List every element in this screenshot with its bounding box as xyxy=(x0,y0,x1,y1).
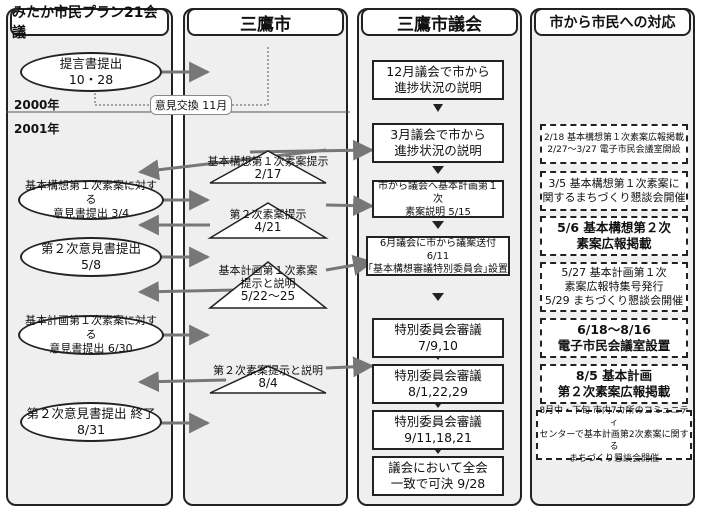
item-line: 2/27～3/27 電子市民会議室開設 xyxy=(547,145,681,155)
arrow-draft1-left xyxy=(137,148,327,181)
item-line: 議会において全会 xyxy=(388,460,488,475)
item-line: 6月議会に市から議案送付 6/11 xyxy=(379,237,497,262)
response-7: 8月中・下旬 市内7カ所のコミュニティ センターで基本計画第2次素案に関する ま… xyxy=(536,406,692,464)
item-line: 5/8 xyxy=(80,257,102,272)
item-line: 6/18～8/16 xyxy=(577,322,651,337)
arrow-draft2-right xyxy=(325,195,375,217)
assembly-dec-session: 12月議会で市から 進捗状況の説明 xyxy=(372,60,504,100)
triangle-draft1 xyxy=(209,150,327,184)
down-arrow xyxy=(433,104,443,112)
item-line: 9/11,18,21 xyxy=(404,430,472,445)
exchange-label: 意見交換 11月 xyxy=(150,95,232,115)
response-6: 8/5 基本計画 第２次素案広報掲載 xyxy=(540,364,688,404)
item-line: 基本計画第１次素案 xyxy=(218,264,318,277)
city-draft2: 第２次素案提示 4/21 xyxy=(200,208,336,234)
item-line: 8/31 xyxy=(76,422,106,437)
item-line: 8月中・下旬 市内7カ所のコミュニティ xyxy=(539,406,689,428)
item-line: 5/6 基本構想第２次 xyxy=(557,220,671,235)
header-city: 三鷹市 xyxy=(187,8,344,36)
item-line: 意見書提出 6/30 xyxy=(49,342,133,355)
item-line: 特別委員会審議 xyxy=(394,368,482,383)
item-line: 素案広報掲載 xyxy=(576,236,652,251)
item-line: 第２次意見書提出 終了 xyxy=(26,406,156,421)
item-line: 基本計画第１次素案に対する xyxy=(25,314,157,341)
item-line: 10・28 xyxy=(68,72,114,87)
triangle-plan1 xyxy=(207,261,329,309)
item-line: 4/21 xyxy=(254,220,282,234)
item-line: 8/1,22,29 xyxy=(408,384,468,399)
item-line: 進捗状況の説明 xyxy=(394,143,482,158)
item-line: 2/18 基本構想第１次素案広報掲載 xyxy=(543,133,685,143)
response-5: 6/18～8/16 電子市民会議室設置 xyxy=(540,318,688,358)
item-line: 2/17 xyxy=(254,167,282,181)
header-response: 市から市民への対応 xyxy=(534,8,691,36)
assembly-committee-3: 特別委員会審議 9/11,18,21 xyxy=(372,410,504,450)
exchange-dotted-right xyxy=(232,45,269,106)
item-line: 第２次素案提示 xyxy=(229,208,307,221)
assembly-committee-2: 特別委員会審議 8/1,22,29 xyxy=(372,364,504,404)
item-line: 特別委員会審議 xyxy=(394,322,482,337)
citizens-opinion-1: 基本構想第１次素案に対する 意見書提出 3/4 xyxy=(18,179,164,220)
city-plan2: 第２次素案提示と説明 8/4 xyxy=(200,364,336,390)
citizens-proposal: 提言書提出 10・28 xyxy=(20,52,162,92)
citizens-opinion-final: 第２次意見書提出 終了 8/31 xyxy=(20,402,162,442)
column-city xyxy=(183,8,348,506)
arrow-plan1-right xyxy=(325,254,375,276)
item-line: 関するまちづくり懇談会開催 xyxy=(542,191,686,204)
item-line: 市から議会へ基本計画第１次 xyxy=(378,180,498,205)
city-plan1: 基本計画第１次素案 提示と説明 5/22～25 xyxy=(200,264,336,303)
item-line: 意見書提出 3/4 xyxy=(52,207,130,220)
response-4: 5/27 基本計画第１次 素案広報特集号発行 5/29 まちづくり懇談会開催 xyxy=(540,262,688,312)
citizens-opinion-3: 基本計画第１次素案に対する 意見書提出 6/30 xyxy=(18,314,164,355)
item-line: 5/29 まちづくり懇談会開催 xyxy=(544,294,684,307)
item-line: 第２次素案広報掲載 xyxy=(557,384,671,399)
item-line: 5/27 基本計画第１次 xyxy=(561,266,667,279)
item-line: 第２次意見書提出 xyxy=(40,241,141,256)
down-arrow xyxy=(432,221,444,229)
item-line: まちづくり懇談会開催 xyxy=(568,454,659,464)
item-line: 3月議会で市から xyxy=(390,127,486,142)
item-line: ｢基本構想審議特別委員会｣設置 xyxy=(368,263,508,275)
assembly-mar-session: 3月議会で市から 進捗状況の説明 xyxy=(372,123,504,163)
item-line: 基本構想第１次素案提示 xyxy=(207,155,329,168)
response-2: 3/5 基本構想第１次素案に 関するまちづくり懇談会開催 xyxy=(540,171,688,211)
assembly-jun-session: 6月議会に市から議案送付 6/11 ｢基本構想審議特別委員会｣設置 xyxy=(366,236,510,276)
item-line: 3/5 基本構想第１次素案に xyxy=(548,177,680,190)
arrow-plan2-left xyxy=(137,371,227,393)
assembly-committee-1: 特別委員会審議 7/9,10 xyxy=(372,318,504,358)
down-arrow xyxy=(432,293,444,301)
response-3: 5/6 基本構想第２次 素案広報掲載 xyxy=(540,216,688,256)
item-line: 素案広報特集号発行 xyxy=(564,280,664,293)
item-line: 7/9,10 xyxy=(418,338,458,353)
city-draft1: 基本構想第１次素案提示 2/17 xyxy=(200,155,336,181)
triangle-draft2 xyxy=(207,202,329,239)
item-line: 12月議会で市から xyxy=(386,64,490,79)
item-line: 特別委員会審議 xyxy=(394,414,482,429)
year-2000: 2000年 xyxy=(14,98,60,112)
response-1: 2/18 基本構想第１次素案広報掲載 2/27～3/27 電子市民会議室開設 xyxy=(540,124,688,164)
item-line: 電子市民会議室設置 xyxy=(557,338,671,353)
arrow-plan1-left xyxy=(137,281,237,303)
assembly-final-vote: 議会において全会 一致で可決 9/28 xyxy=(372,456,504,496)
assembly-plan-explanation: 市から議会へ基本計画第１次 素案説明 5/15 xyxy=(372,180,504,218)
item-line: 基本構想第１次素案に対する xyxy=(25,179,157,206)
item-line: 提示と説明 xyxy=(240,277,296,290)
down-arrow xyxy=(432,166,444,174)
header-assembly: 三鷹市議会 xyxy=(361,8,518,36)
exchange-dotted-left xyxy=(94,89,150,106)
item-line: 5/22～25 xyxy=(240,289,296,303)
item-line: 進捗状況の説明 xyxy=(394,80,482,95)
item-line: 8/5 基本計画 xyxy=(575,368,653,383)
item-line: 8/4 xyxy=(258,376,278,390)
citizens-opinion-2: 第２次意見書提出 5/8 xyxy=(20,237,162,277)
item-line: センターで基本計画第2次素案に関する xyxy=(539,430,689,452)
item-line: 一致で可決 9/28 xyxy=(390,476,486,491)
arrow-plan2-right xyxy=(325,356,375,378)
item-line: 第２次素案提示と説明 xyxy=(213,364,323,377)
year-2001: 2001年 xyxy=(14,122,60,136)
item-line: 提言書提出 xyxy=(59,56,123,71)
item-line: 素案説明 5/15 xyxy=(405,206,471,218)
triangle-plan2 xyxy=(209,365,327,394)
